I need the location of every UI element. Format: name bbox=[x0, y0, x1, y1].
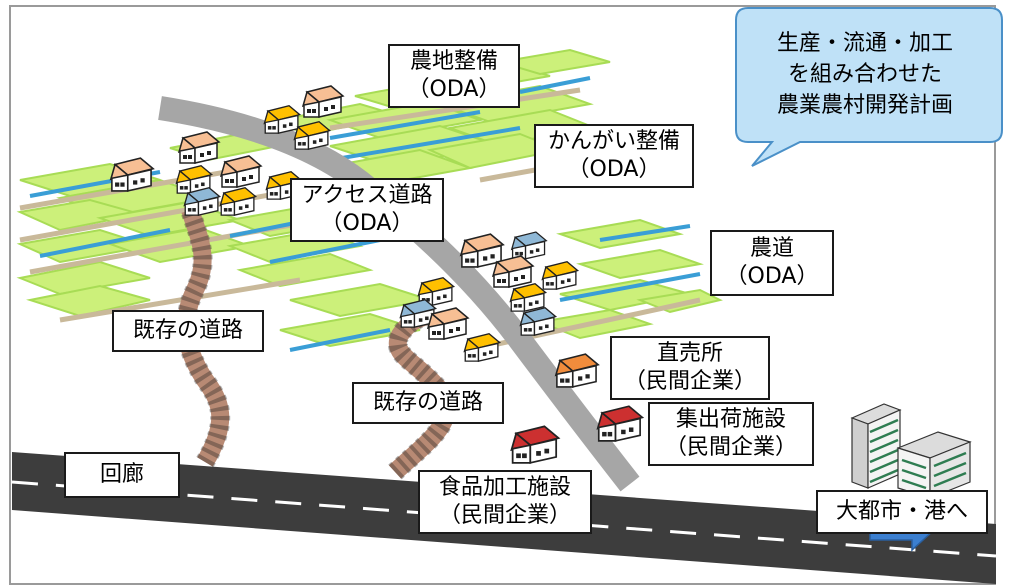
field bbox=[279, 312, 421, 348]
callout-line-1: 生産・流通・加工 bbox=[776, 30, 953, 56]
field bbox=[26, 284, 151, 318]
callout-bubble bbox=[735, 7, 1003, 167]
canals bbox=[29, 76, 701, 352]
label-farm-road: 農道 （ODA） bbox=[710, 230, 834, 296]
label-food-processing: 食品加工施設 （民間企業） bbox=[418, 470, 592, 534]
callout-line-2: を組み合わせた bbox=[787, 61, 942, 87]
label-access-road: アクセス道路 （ODA） bbox=[290, 178, 444, 242]
field bbox=[576, 248, 704, 280]
label-farmland: 農地整備 （ODA） bbox=[388, 44, 520, 108]
label-direct-sales: 直売所 （民間企業） bbox=[610, 336, 770, 400]
access-road bbox=[158, 96, 640, 492]
label-irrigation: かんがい整備 （ODA） bbox=[534, 124, 694, 188]
label-destination: 大都市・港へ bbox=[816, 490, 988, 534]
label-existing-road-center: 既存の道路 bbox=[352, 382, 504, 424]
field bbox=[556, 218, 684, 250]
label-corridor: 回廊 bbox=[64, 452, 180, 498]
field bbox=[499, 48, 611, 76]
label-existing-road-left: 既存の道路 bbox=[112, 310, 264, 352]
label-collection: 集出荷施設 （民間企業） bbox=[648, 402, 814, 466]
field bbox=[16, 260, 151, 296]
callout-line-3: 農業農村開発計画 bbox=[776, 92, 953, 118]
field bbox=[236, 252, 374, 288]
callout-text: 生産・流通・加工 を組み合わせた 農業農村開発計画 bbox=[732, 18, 998, 130]
